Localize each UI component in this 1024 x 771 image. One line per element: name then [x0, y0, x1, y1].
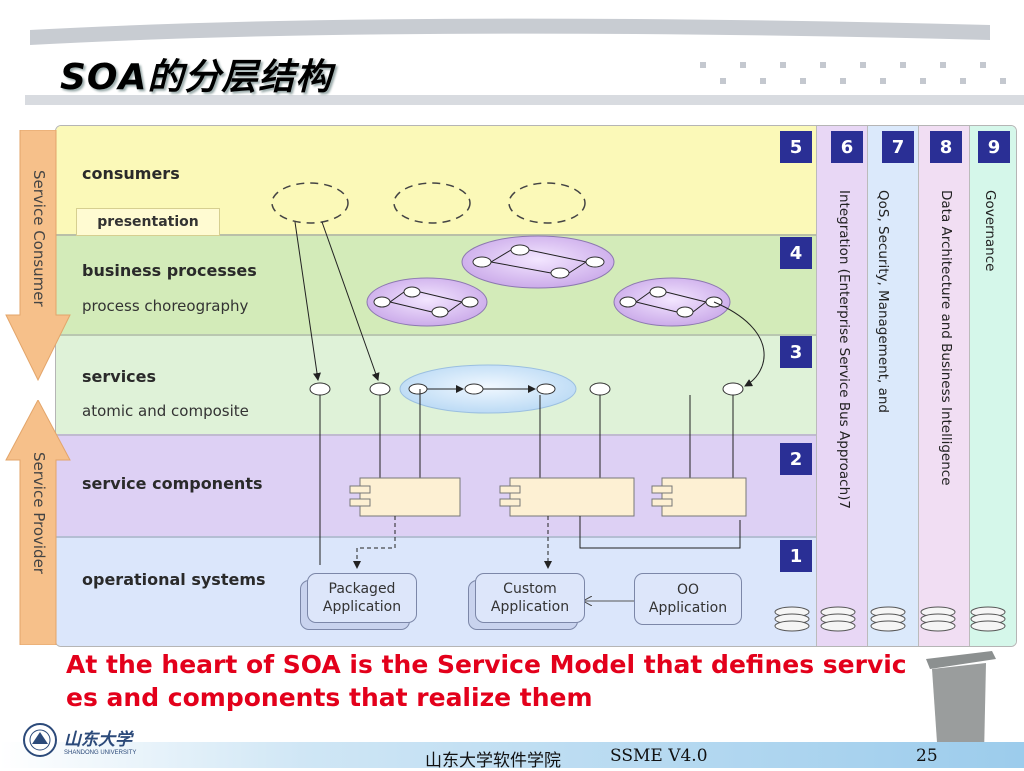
- app-label-line1: Packaged: [328, 581, 396, 597]
- app-label-line1: Custom: [503, 581, 557, 597]
- column-6-label: Integration (Enterprise Service Bus Appr…: [836, 190, 852, 510]
- page-number: 25: [916, 746, 938, 766]
- service-provider-label: Service Provider: [30, 452, 48, 574]
- column-7-label: QoS, Security, Management, and: [875, 190, 891, 413]
- database-icon: [970, 606, 1006, 632]
- diagram-graphics: [271, 182, 1006, 632]
- layer-4-title: business processes: [82, 261, 257, 280]
- consumer-ellipse: [508, 182, 586, 224]
- footer-school: 山东大学软件学院: [425, 751, 561, 771]
- column-data-architecture: [918, 126, 969, 646]
- consumer-ellipse: [393, 182, 471, 224]
- provider-arrow: [5, 400, 71, 645]
- database-icon: [774, 606, 810, 632]
- process-ellipse: [461, 235, 615, 289]
- university-logo: 山东大学 SHANDONG UNIVERSITY: [22, 722, 136, 758]
- database-icon: [920, 606, 956, 632]
- slide-title: SOA的分层结构: [60, 57, 333, 98]
- app-label-line2: Application: [490, 599, 570, 615]
- component-box: [349, 477, 461, 517]
- footer-version: SSME V4.0: [610, 746, 708, 766]
- layer-3-subtitle: atomic and composite: [82, 402, 249, 420]
- app-label-line1: OO: [676, 582, 700, 598]
- service-consumer-label: Service Consumer: [30, 170, 48, 307]
- band-divider: [56, 536, 816, 538]
- layer-5-number: 5: [780, 131, 812, 163]
- logo-text: 山东大学: [64, 729, 132, 750]
- process-ellipse: [366, 277, 488, 327]
- layer-1-number: 1: [780, 540, 812, 572]
- oo-application-box: OO Application: [634, 573, 742, 625]
- service-interface: [309, 382, 744, 396]
- component-box: [651, 477, 747, 517]
- column-governance: [969, 126, 1016, 646]
- layer-4-number: 4: [780, 237, 812, 269]
- component-box: [499, 477, 635, 517]
- app-label-line2: Application: [322, 599, 402, 615]
- layer-3-number: 3: [780, 336, 812, 368]
- university-seal-icon: [23, 723, 57, 757]
- database-icon: [820, 606, 856, 632]
- title-swoosh: [25, 18, 1024, 105]
- slide-caption: At the heart of SOA is the Service Model…: [66, 650, 907, 712]
- logo-subtext: SHANDONG UNIVERSITY: [64, 749, 137, 756]
- layer-1-title: operational systems: [82, 570, 266, 589]
- layer-4-subtitle: process choreography: [82, 297, 249, 315]
- layer-5-title: consumers: [82, 164, 180, 183]
- band-divider: [56, 234, 816, 236]
- layer-3-title: services: [82, 367, 157, 386]
- custom-application-box: Custom Application: [475, 573, 585, 623]
- column-9-label: Governance: [982, 190, 998, 272]
- column-6-number: 6: [831, 131, 863, 163]
- column-8-label: Data Architecture and Business Intellige…: [938, 190, 954, 486]
- process-ellipse: [613, 277, 731, 327]
- layer-2-number: 2: [780, 443, 812, 475]
- consumer-arrow: [5, 130, 71, 382]
- column-8-number: 8: [930, 131, 962, 163]
- consumer-ellipse: [271, 182, 349, 224]
- column-qos: [867, 126, 918, 646]
- database-icon: [870, 606, 906, 632]
- band-divider: [56, 434, 816, 436]
- column-9-number: 9: [978, 131, 1010, 163]
- presentation-label: presentation: [76, 208, 220, 236]
- band-divider: [56, 334, 816, 336]
- packaged-application-box: Packaged Application: [307, 573, 417, 623]
- column-integration: [816, 126, 867, 646]
- footer-bar: [0, 742, 1024, 768]
- app-label-line2: Application: [648, 600, 728, 616]
- column-7-number: 7: [882, 131, 914, 163]
- layer-2-title: service components: [82, 474, 263, 493]
- composite-service-ellipse: [399, 364, 577, 414]
